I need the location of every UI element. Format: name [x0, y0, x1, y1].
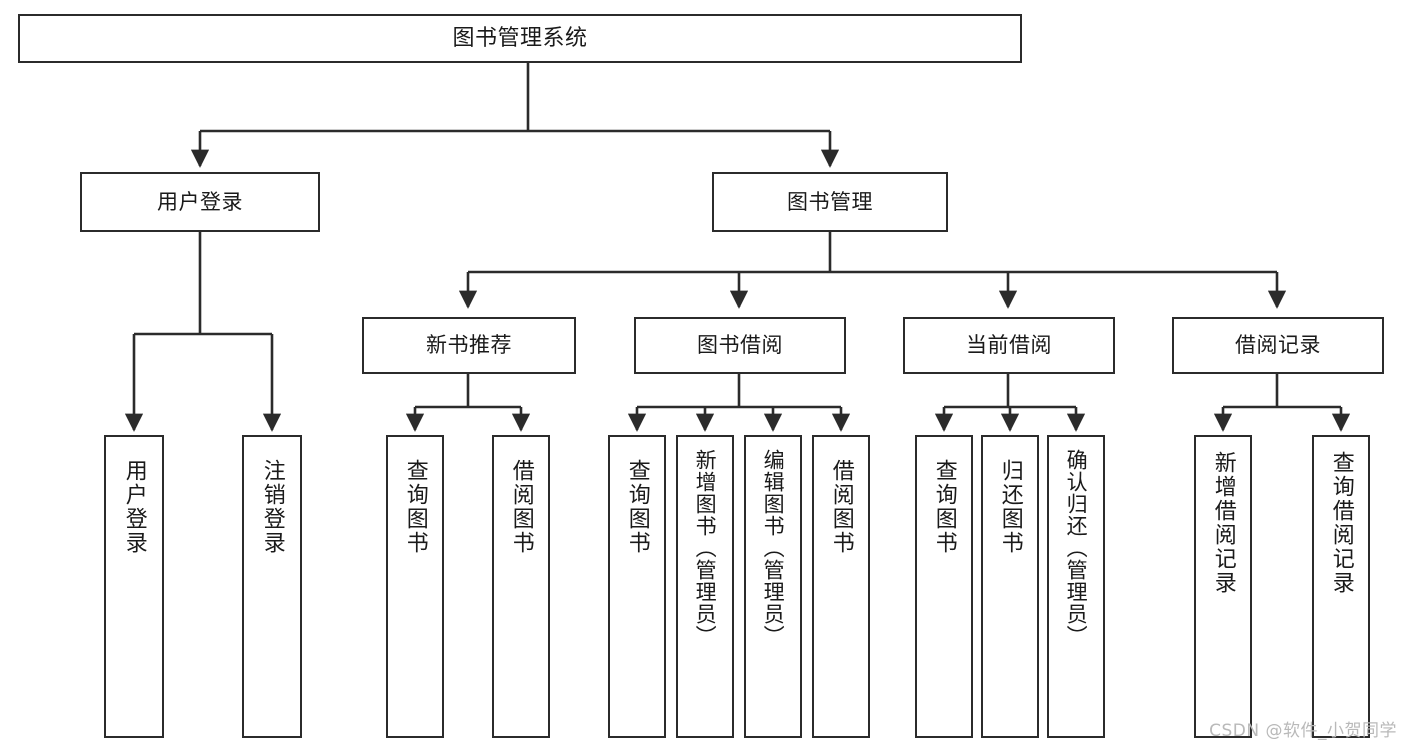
node-label: 用户登录 — [121, 459, 147, 555]
leaf-add-borrow-record[interactable]: 新增借阅记录 — [1194, 435, 1252, 738]
node-label: 借阅图书 — [508, 459, 534, 555]
node-borrow-record[interactable]: 借阅记录 — [1172, 317, 1384, 374]
node-book-borrow[interactable]: 图书借阅 — [634, 317, 846, 374]
node-label: 编辑图书（管理员） — [761, 449, 786, 647]
leaf-user-login[interactable]: 用户登录 — [104, 435, 164, 738]
node-user-login[interactable]: 用户登录 — [80, 172, 320, 232]
leaf-add-book-admin[interactable]: 新增图书（管理员） — [676, 435, 734, 738]
node-label: 注销登录 — [259, 459, 285, 555]
leaf-borrow-query-book[interactable]: 查询图书 — [608, 435, 666, 738]
leaf-new-book-borrow[interactable]: 借阅图书 — [492, 435, 550, 738]
leaf-confirm-return-admin[interactable]: 确认归还（管理员） — [1047, 435, 1105, 738]
node-label: 查询图书 — [624, 459, 650, 555]
leaf-edit-book-admin[interactable]: 编辑图书（管理员） — [744, 435, 802, 738]
leaf-new-book-query[interactable]: 查询图书 — [386, 435, 444, 738]
node-label: 借阅记录 — [1235, 333, 1321, 358]
node-label: 新增借阅记录 — [1210, 451, 1236, 595]
node-label: 用户登录 — [157, 189, 243, 214]
node-label: 图书管理系统 — [452, 25, 588, 51]
leaf-logout[interactable]: 注销登录 — [242, 435, 302, 738]
node-label: 查询图书 — [402, 459, 428, 555]
node-current-borrow[interactable]: 当前借阅 — [903, 317, 1115, 374]
node-label: 图书管理 — [787, 189, 873, 214]
leaf-borrow-book[interactable]: 借阅图书 — [812, 435, 870, 738]
node-label: 当前借阅 — [966, 333, 1052, 358]
node-label: 确认归还（管理员） — [1064, 449, 1089, 647]
leaf-query-borrow-record[interactable]: 查询借阅记录 — [1312, 435, 1370, 738]
node-root-system[interactable]: 图书管理系统 — [18, 14, 1022, 63]
node-label: 图书借阅 — [697, 333, 783, 358]
node-book-management[interactable]: 图书管理 — [712, 172, 948, 232]
node-label: 查询借阅记录 — [1328, 451, 1354, 595]
leaf-current-query-book[interactable]: 查询图书 — [915, 435, 973, 738]
watermark-text: CSDN @软件_小贺同学 — [1209, 721, 1397, 741]
node-label: 借阅图书 — [828, 459, 854, 555]
node-label: 查询图书 — [931, 459, 957, 555]
node-label: 新增图书（管理员） — [693, 449, 718, 647]
node-label: 归还图书 — [997, 459, 1023, 555]
node-new-book-recommend[interactable]: 新书推荐 — [362, 317, 576, 374]
node-label: 新书推荐 — [426, 333, 512, 358]
leaf-return-book[interactable]: 归还图书 — [981, 435, 1039, 738]
